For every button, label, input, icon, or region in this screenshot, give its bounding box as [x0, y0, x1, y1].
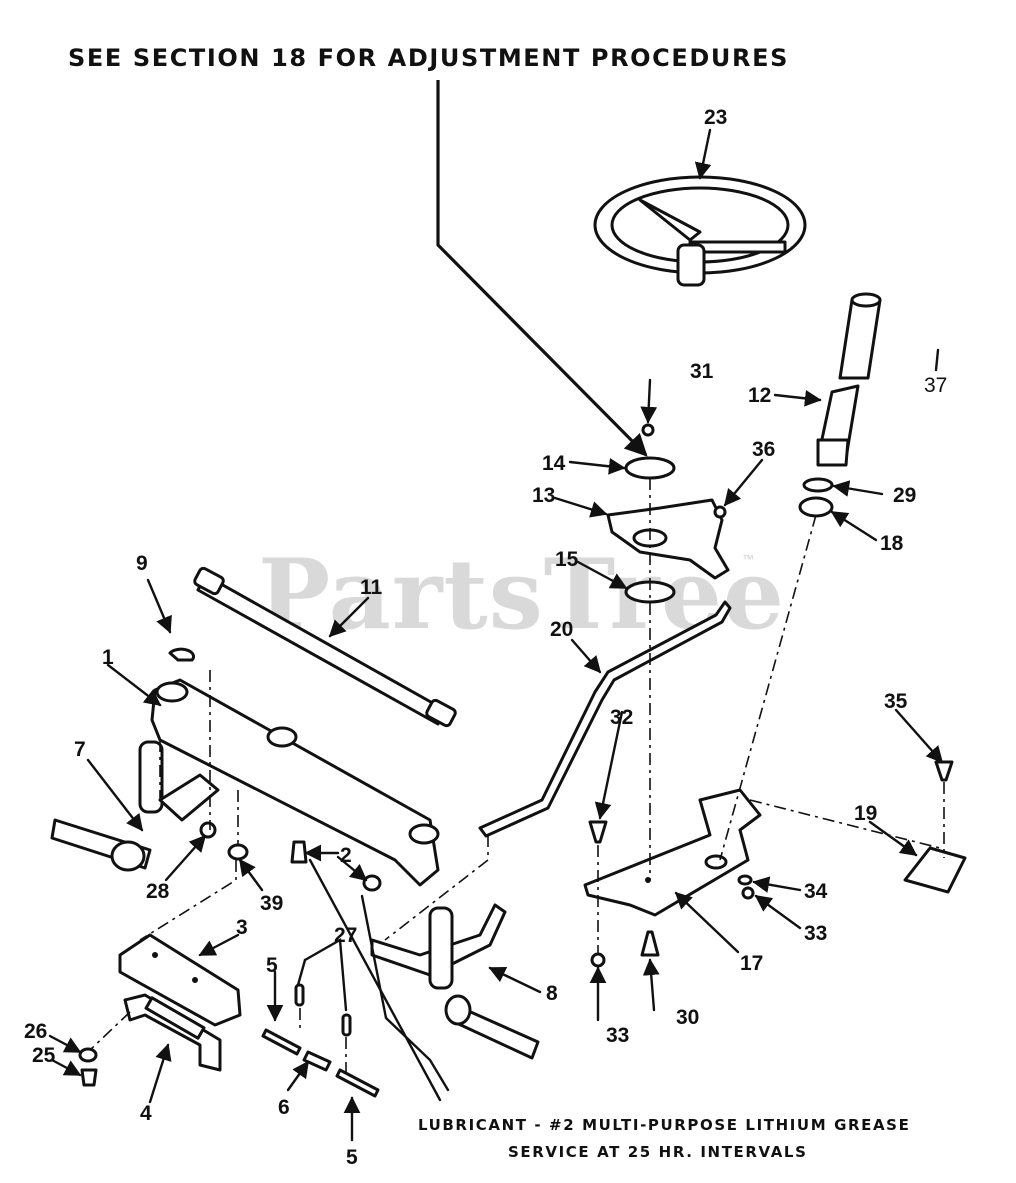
callout-3: 3	[236, 916, 248, 939]
roll-pin-27a	[294, 983, 305, 1007]
callout-28: 28	[146, 880, 170, 903]
pin-5a	[261, 1028, 302, 1056]
bushing-39	[227, 843, 249, 861]
steering-wheel	[593, 175, 807, 287]
bushing-18	[798, 496, 834, 518]
callout-4: 4	[140, 1102, 152, 1125]
drag-link	[478, 600, 732, 838]
nut-36	[713, 505, 727, 519]
tie-rod	[193, 566, 457, 728]
bolt-30	[640, 930, 660, 957]
callout-26: 26	[24, 1020, 47, 1043]
washer-34	[737, 874, 753, 886]
callout-8: 8	[546, 982, 558, 1005]
spring-6	[302, 1050, 332, 1072]
callout-36: 36	[752, 438, 775, 461]
callout-32: 32	[610, 706, 633, 729]
pivot-bracket	[123, 993, 222, 1072]
callout-37: 37	[924, 374, 947, 397]
grease-fitting-2b	[362, 874, 382, 892]
nut-33b	[741, 886, 755, 900]
front-axle	[150, 678, 440, 887]
grease-fitting-2a	[290, 840, 308, 864]
roll-pin-27b	[341, 1013, 352, 1037]
bolt-32	[588, 820, 608, 844]
nut-33a	[590, 952, 606, 968]
callout-6: 6	[278, 1096, 290, 1119]
callout-23: 23	[704, 106, 727, 129]
retaining-ring-9	[168, 647, 196, 662]
callout-18: 18	[880, 532, 904, 555]
sector-gear	[606, 498, 730, 580]
callout-2: 2	[340, 844, 352, 867]
callout-11: 11	[360, 576, 383, 599]
callout-17: 17	[740, 952, 763, 975]
callout-7: 7	[74, 738, 86, 761]
section-reference-header: SEE SECTION 18 FOR ADJUSTMENT PROCEDURES	[68, 44, 789, 72]
bracket-19	[903, 846, 967, 894]
callout-14: 14	[542, 452, 566, 475]
callout-27: 27	[334, 924, 357, 947]
washer-14	[624, 456, 676, 480]
callout-1: 1	[102, 646, 114, 669]
callout-9: 9	[136, 552, 148, 575]
steering-shaft	[816, 292, 882, 467]
axle-support	[118, 933, 242, 1027]
nut-28	[199, 821, 217, 839]
bolt-25	[80, 1068, 98, 1087]
callout-13: 13	[532, 484, 555, 507]
pin-5b	[335, 1068, 380, 1098]
callout-31: 31	[690, 360, 714, 383]
callout-30: 30	[676, 1006, 699, 1029]
bolt-35	[934, 760, 954, 782]
callout-5: 5	[346, 1146, 358, 1169]
mount-bracket	[583, 788, 762, 917]
callout-33: 33	[606, 1024, 629, 1047]
nut-31	[641, 423, 655, 437]
washer-26	[78, 1047, 98, 1063]
callout-19: 19	[854, 802, 877, 825]
callout-20: 20	[550, 618, 573, 641]
spindle-left	[50, 740, 220, 872]
callout-25: 25	[32, 1044, 56, 1067]
washer-29	[802, 477, 834, 493]
callout-29: 29	[893, 484, 916, 507]
callout-12: 12	[748, 384, 771, 407]
callout-35: 35	[884, 690, 908, 713]
callout-5: 5	[266, 954, 278, 977]
lubricant-note: LUBRICANT - #2 MULTI-PURPOSE LITHIUM GRE…	[418, 1116, 911, 1134]
section-reference-leader	[436, 80, 648, 457]
trademark-symbol: ™	[742, 552, 754, 566]
callout-33: 33	[804, 922, 827, 945]
callout-39: 39	[260, 892, 283, 915]
callout-34: 34	[804, 880, 828, 903]
service-interval-note: SERVICE AT 25 HR. INTERVALS	[508, 1143, 808, 1161]
callout-15: 15	[555, 548, 579, 571]
spindle-right	[370, 903, 540, 1060]
